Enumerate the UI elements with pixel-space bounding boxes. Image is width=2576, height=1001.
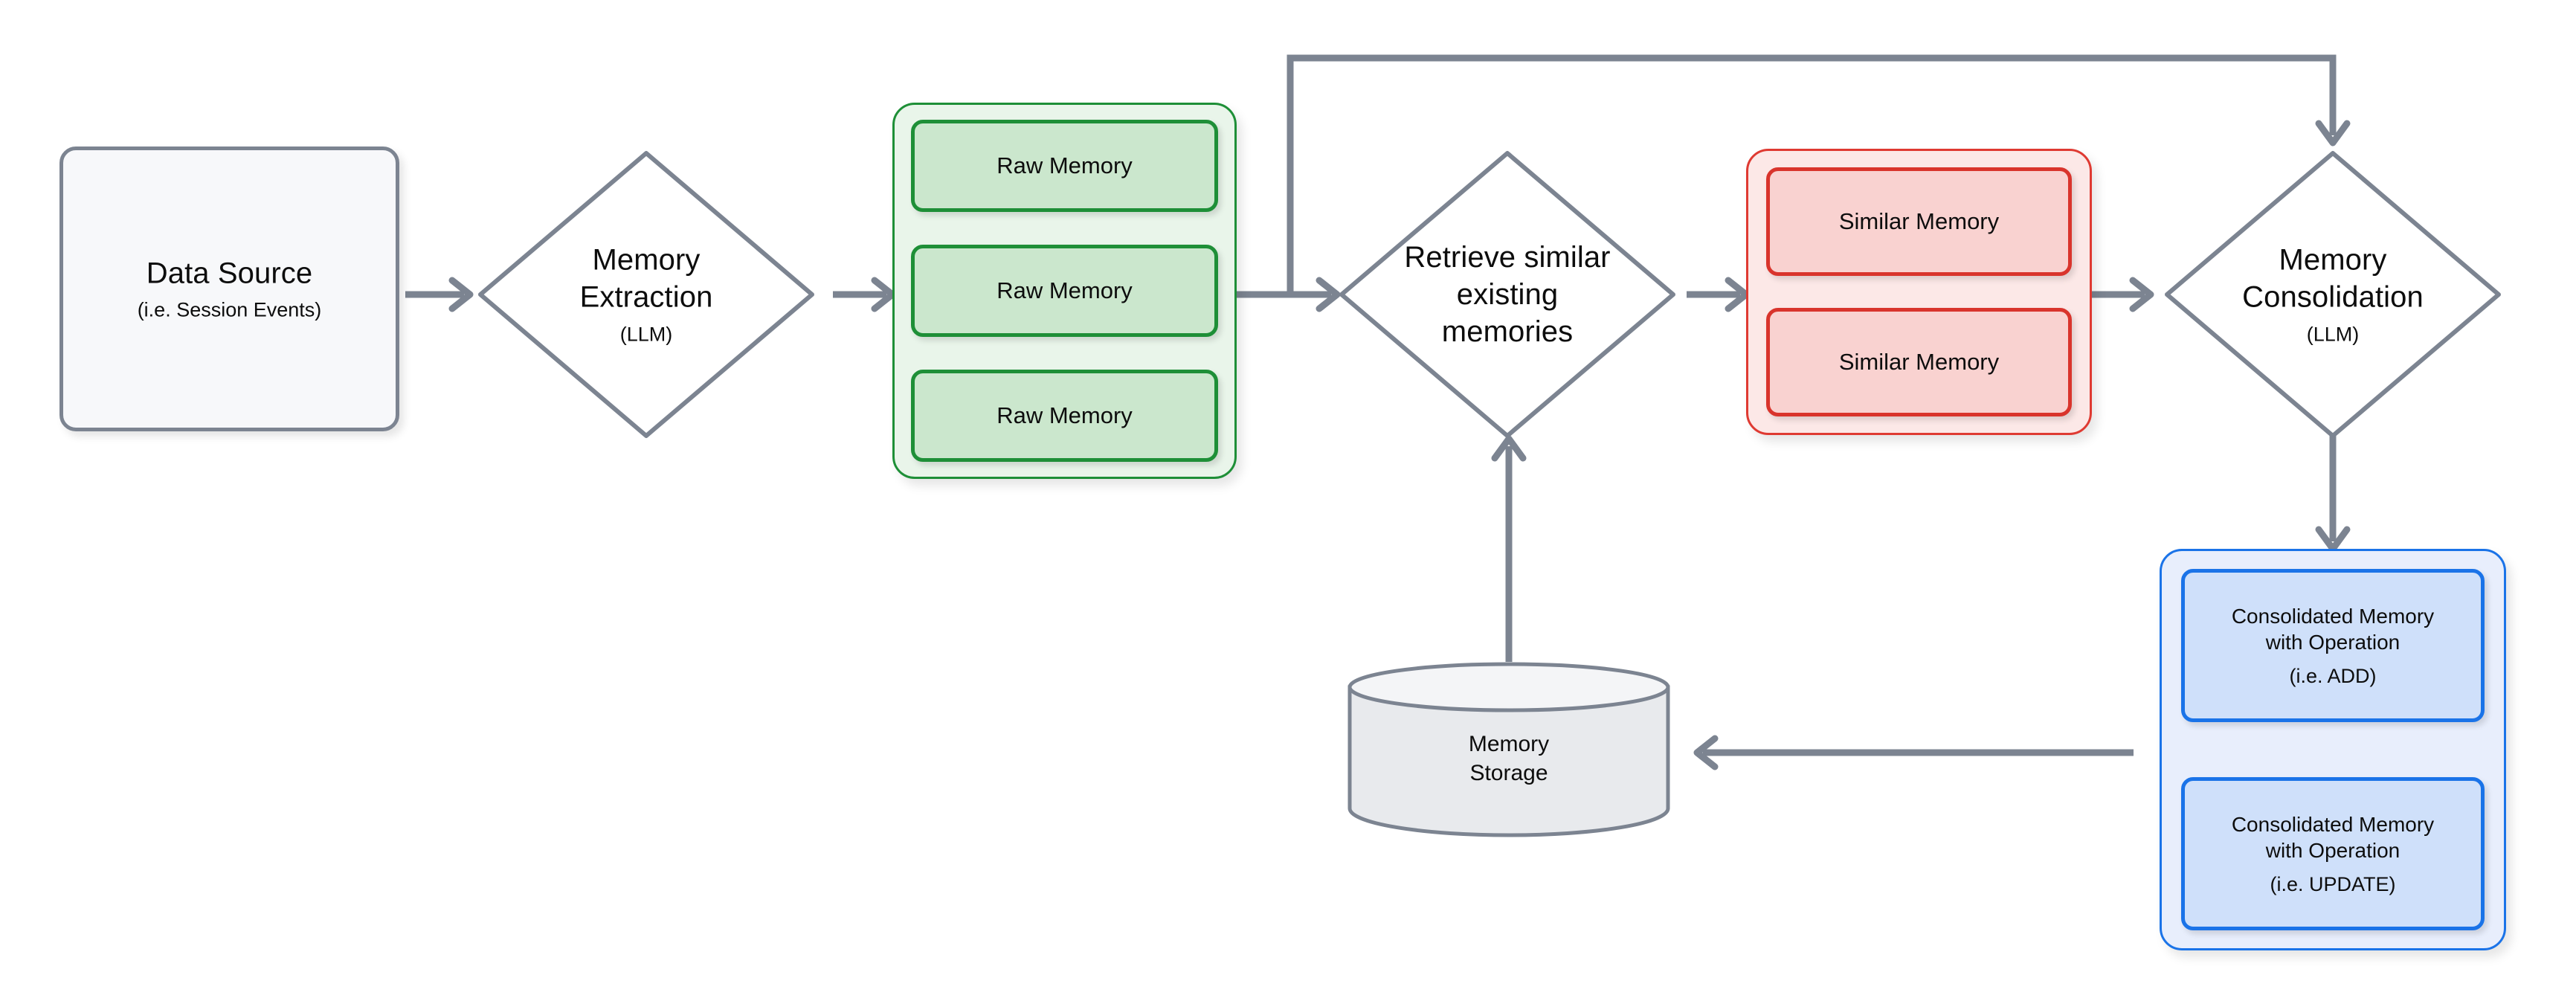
edge-memory-extraction-to-raw-memory <box>833 277 896 312</box>
edge-similar-memory-to-consolidation <box>2092 277 2154 312</box>
chip-raw-memory-3[interactable]: Raw Memory <box>911 370 1218 462</box>
chip-raw-memory-1-label: Raw Memory <box>996 152 1133 178</box>
node-memory-extraction[interactable]: Memory Extraction (LLM) <box>476 149 817 440</box>
edge-consolidated-memory-to-storage <box>1693 735 2134 770</box>
data-source-label-block: Data Source (i.e. Session Events) <box>63 255 396 323</box>
edge-raw-memory-to-retrieve <box>1237 277 1341 312</box>
chip-similar-memory-1-label: Similar Memory <box>1838 208 2000 234</box>
edge-raw-memory-to-consolidation-feedback <box>1287 54 2351 294</box>
chip-raw-memory-3-label: Raw Memory <box>996 402 1133 428</box>
group-similar-memory[interactable]: Similar Memory Similar Memory <box>1746 149 2092 435</box>
chip-consolidated-add-sublabel: (i.e. ADD) <box>2289 665 2377 687</box>
edge-data-source-to-memory-extraction <box>405 277 474 312</box>
chip-similar-memory-2-label: Similar Memory <box>1838 349 2000 375</box>
chip-consolidated-update-line2: with Operation <box>2265 839 2400 862</box>
chip-raw-memory-1[interactable]: Raw Memory <box>911 120 1218 212</box>
data-source-subtitle: (i.e. Session Events) <box>137 298 322 321</box>
edge-storage-to-retrieve <box>1491 435 1527 662</box>
memory-consolidation-shape <box>2163 149 2503 440</box>
retrieve-similar-memories-shape <box>1337 149 1678 440</box>
node-data-source[interactable]: Data Source (i.e. Session Events) <box>59 147 399 431</box>
memory-storage-cylinder-shape <box>1346 660 1672 835</box>
memory-extraction-shape <box>476 149 817 440</box>
chip-consolidated-add-line1: Consolidated Memory <box>2231 605 2435 628</box>
chip-consolidated-memory-update[interactable]: Consolidated Memory with Operation (i.e.… <box>2181 777 2485 930</box>
edge-retrieve-to-similar-memory <box>1687 277 1750 312</box>
chip-consolidated-update-sublabel: (i.e. UPDATE) <box>2270 873 2396 895</box>
group-raw-memory[interactable]: Raw Memory Raw Memory Raw Memory <box>892 103 1237 479</box>
data-source-title: Data Source <box>146 257 313 290</box>
group-consolidated-memory[interactable]: Consolidated Memory with Operation (i.e.… <box>2160 549 2506 950</box>
chip-similar-memory-1[interactable]: Similar Memory <box>1766 167 2072 276</box>
node-memory-consolidation[interactable]: Memory Consolidation (LLM) <box>2163 149 2503 440</box>
chip-consolidated-add-line2: with Operation <box>2265 631 2400 654</box>
chip-raw-memory-2-label: Raw Memory <box>996 277 1133 303</box>
chip-raw-memory-2[interactable]: Raw Memory <box>911 245 1218 337</box>
node-retrieve-similar-memories[interactable]: Retrieve similar existing memories <box>1337 149 1678 440</box>
chip-consolidated-update-line1: Consolidated Memory <box>2231 813 2435 836</box>
edge-consolidation-to-consolidated-memory <box>2315 424 2351 553</box>
chip-similar-memory-2[interactable]: Similar Memory <box>1766 308 2072 416</box>
node-memory-storage[interactable]: Memory Storage <box>1346 660 1672 835</box>
chip-consolidated-memory-add[interactable]: Consolidated Memory with Operation (i.e.… <box>2181 569 2485 722</box>
